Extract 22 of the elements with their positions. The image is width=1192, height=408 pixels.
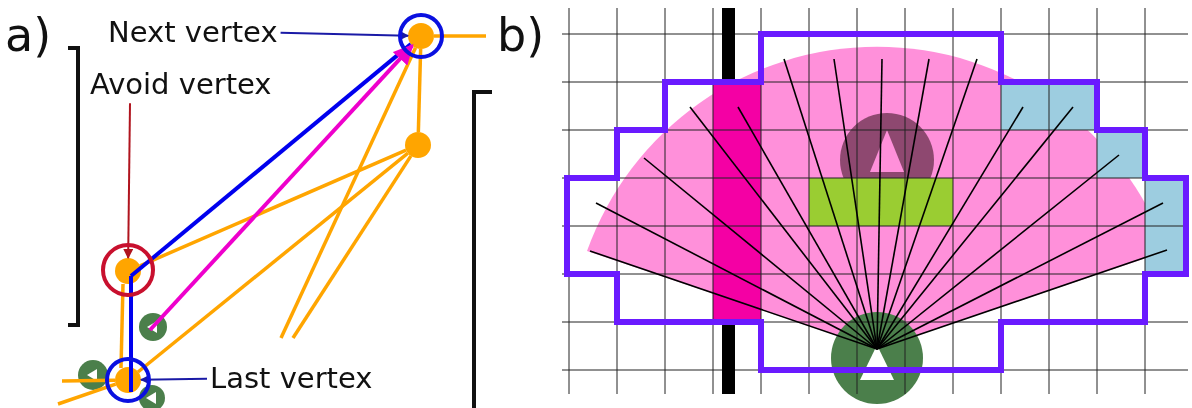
- graph-edge: [129, 276, 133, 392]
- leader-arrow: [140, 374, 208, 385]
- panel-label: a): [5, 12, 52, 58]
- path-arrow: [148, 44, 414, 332]
- vertex-dot: [405, 132, 431, 158]
- vertex-dot: [408, 23, 434, 49]
- graph-edge: [119, 283, 125, 369]
- graph-edge: [136, 151, 409, 374]
- graph-edge: [61, 378, 116, 383]
- annotation-text: Avoid vertex: [90, 68, 272, 102]
- graph-edge: [279, 47, 418, 339]
- panel-label: b): [497, 12, 545, 58]
- leader-arrow: [279, 30, 409, 41]
- leader-arrow: [123, 102, 134, 259]
- annotation-text: Last vertex: [210, 362, 373, 396]
- graph-edge: [434, 34, 486, 38]
- graph-edge: [291, 154, 413, 339]
- annotation-text: Next vertex: [108, 16, 278, 50]
- graph-edge: [416, 48, 423, 133]
- graph-edge: [129, 42, 413, 278]
- graph-edge: [139, 148, 407, 268]
- graph-edge: [57, 382, 117, 406]
